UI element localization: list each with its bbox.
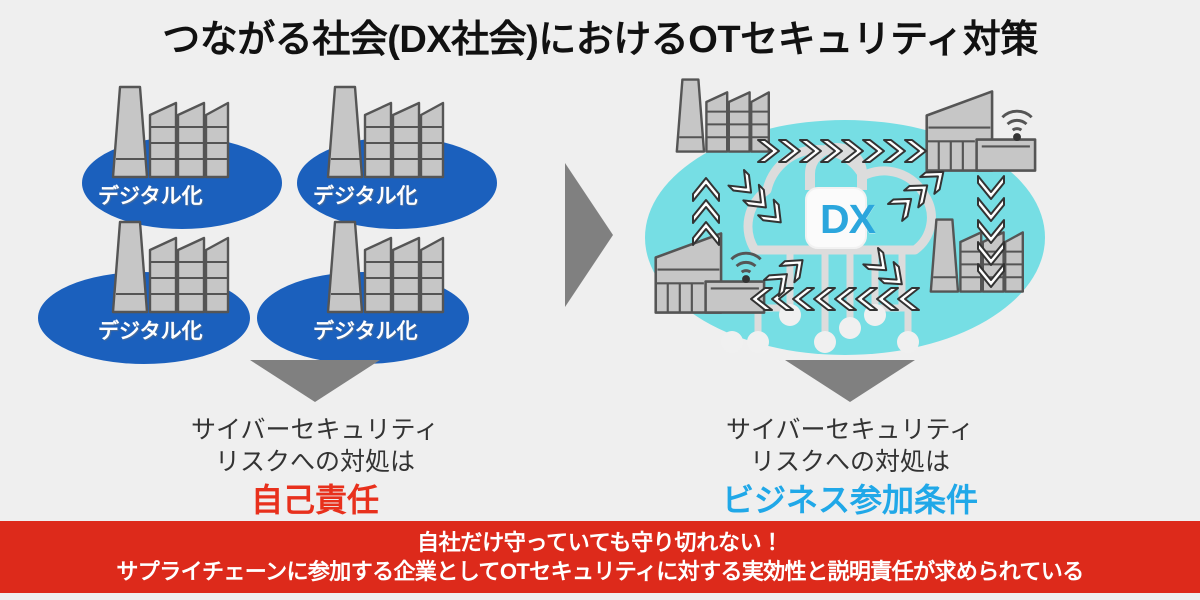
dx-label: DX [820, 196, 876, 242]
banner-line-1: 自社だけ守っていても守り切れない！ [416, 529, 784, 555]
chevron-right-icon [757, 139, 927, 163]
footer-banner: 自社だけ守っていても守り切れない！ サプライチェーンに参加する企業としてOTセキ… [0, 521, 1200, 593]
caption-line-2: リスクへの対処は [749, 448, 950, 476]
caption-line-1: サイバーセキュリティ [725, 416, 974, 444]
chevron-diagonal-icon [862, 247, 903, 286]
right-arrow-icon [565, 163, 613, 307]
caption-emphasis: ビジネス参加条件 [721, 482, 978, 518]
digitalization-node: デジタル化 [60, 85, 290, 235]
factory-icon [111, 85, 230, 179]
cloud-lock-icon [743, 145, 936, 255]
chevron-left-icon [750, 287, 920, 311]
node-label: デジタル化 [313, 320, 418, 343]
circuit-node-dots [721, 304, 919, 353]
digitalization-node: デジタル化 [257, 220, 505, 370]
caption-line-1: サイバーセキュリティ [190, 416, 439, 444]
factory-icon [929, 218, 1025, 293]
factory-icon [326, 220, 445, 314]
left-caption: サイバーセキュリティ リスクへの対処は 自己責任 [105, 360, 525, 520]
chevron-up-icon [692, 177, 720, 246]
chevron-diagonal-icon [763, 259, 804, 298]
node-label: デジタル化 [313, 185, 418, 208]
page-title: つながる社会(DX社会)におけるOTセキュリティ対策 [162, 19, 1038, 61]
down-arrow-icon [250, 360, 380, 402]
chevron-down-icon [977, 175, 1005, 288]
dx-ecosystem-graphic [654, 78, 1037, 353]
node-label: デジタル化 [98, 185, 203, 208]
caption-emphasis: 自己責任 [250, 482, 379, 518]
banner-line-2: サプライチェーンに参加する企業としてOTセキュリティに対する実効性と説明責任が求… [116, 559, 1084, 584]
factory-icon [326, 85, 445, 179]
node-label: デジタル化 [98, 320, 203, 343]
right-caption: サイバーセキュリティ リスクへの対処は ビジネス参加条件 [640, 360, 1060, 520]
chevron-diagonal-icon [727, 169, 782, 224]
siloed-digitalization-panel: デジタル化 デジタル化 [38, 70, 560, 364]
smart-building-wifi-icon [654, 232, 766, 314]
down-arrow-icon [785, 360, 915, 402]
chevron-diagonal-icon [887, 170, 945, 222]
digitalization-node: デジタル化 [38, 220, 290, 370]
factory-icon [675, 78, 771, 153]
digitalization-node: デジタル化 [275, 85, 505, 235]
smart-building-wifi-icon [925, 90, 1037, 172]
caption-line-2: リスクへの対処は [214, 448, 415, 476]
factory-icon [111, 220, 230, 314]
